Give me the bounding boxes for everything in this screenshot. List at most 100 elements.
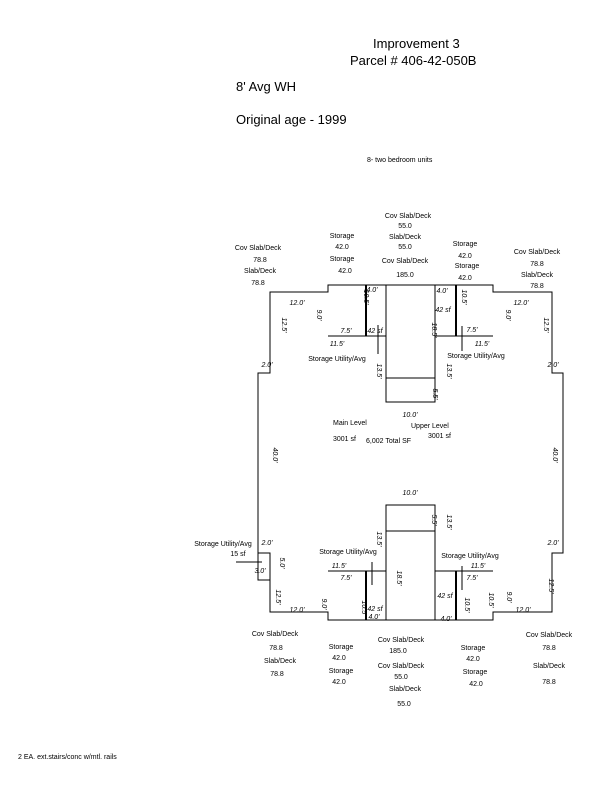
dimension-label-vertical: 10.5' [463, 598, 470, 614]
area-label: Slab/Deck [244, 268, 276, 275]
dimension-label: 3.0' [254, 568, 266, 575]
stair-core-bottom [385, 504, 436, 621]
dimension-label-vertical: 5.5' [431, 388, 438, 400]
center-summary: Main Level 3001 sf Upper Level 3001 sf 6… [333, 420, 451, 445]
dimension-label-vertical: 10.5' [460, 290, 467, 306]
area-label: Storage Utility/Avg [441, 553, 499, 560]
dimension-label: 12.0' [290, 300, 306, 307]
area-label: 42.0 [469, 681, 483, 688]
dimension-label: 11.5' [332, 563, 347, 570]
dimension-labels: 12.0'11.5'7.5'42 sf4.0'4.0'42 sf7.5'11.5… [254, 287, 559, 623]
avg-wall-height: 8' Avg WH [236, 79, 297, 94]
area-label: Storage Utility/Avg [447, 353, 505, 360]
area-label: 55.0 [398, 244, 412, 251]
dimension-label-vertical: 10.5' [362, 290, 369, 306]
area-label: 78.8 [542, 645, 556, 652]
area-label: 185.0 [389, 648, 407, 655]
area-label: 42.0 [332, 655, 346, 662]
total-sf: 6,002 Total SF [366, 438, 411, 445]
area-label: 78.8 [530, 261, 544, 268]
dimension-label-vertical: 9.0' [315, 309, 322, 321]
dimension-label-vertical: 18.5' [395, 571, 402, 587]
area-label: Storage [463, 669, 488, 676]
dimension-label: 4.0' [366, 287, 378, 294]
area-label: Storage [329, 644, 354, 651]
dimension-label: 10.0' [403, 412, 419, 419]
dimension-label: 7.5' [340, 328, 352, 335]
dimension-label: 2.0' [546, 362, 559, 369]
dimension-label: 42 sf [437, 593, 453, 600]
area-label: 42.0 [458, 253, 472, 260]
dimension-label: 10.0' [403, 490, 419, 497]
area-label: Slab/Deck [521, 272, 553, 279]
area-label: Cov Slab/Deck [378, 663, 425, 670]
dimension-label-vertical: 12.5' [547, 579, 554, 595]
dimension-label: 11.5' [471, 563, 486, 570]
dimension-label: 2.0' [260, 540, 273, 547]
dimension-label: 4.0' [440, 616, 452, 623]
dimension-label-vertical: 12.5' [542, 318, 549, 334]
dimension-label: 12.0' [290, 607, 306, 614]
dimension-label-vertical: 9.0' [505, 591, 512, 603]
area-label: 42.0 [338, 268, 352, 275]
area-label: Cov Slab/Deck [514, 249, 561, 256]
dimension-label-vertical: 12.5' [274, 590, 281, 606]
dimension-label-vertical: 5.0' [278, 557, 285, 569]
area-label: 185.0 [396, 272, 414, 279]
area-label: 55.0 [394, 674, 408, 681]
dimension-label: 42 sf [367, 606, 383, 613]
area-label: 42.0 [466, 656, 480, 663]
dimension-label-vertical: 18.5' [430, 323, 437, 339]
area-label: 78.8 [253, 257, 267, 264]
area-label: Cov Slab/Deck [378, 637, 425, 644]
dimension-label-vertical: 13.5' [375, 364, 382, 380]
original-age: Original age - 1999 [236, 112, 347, 127]
dimension-label-vertical: 12.5' [280, 318, 287, 334]
area-label: Slab/Deck [389, 686, 421, 693]
dimension-label: 7.5' [466, 327, 478, 334]
dimension-label: 2.0' [546, 540, 559, 547]
dimension-label: 4.0' [368, 614, 380, 621]
stair-core-top [385, 284, 436, 403]
area-label: Storage Utility/Avg [308, 356, 366, 363]
area-label: Slab/Deck [389, 234, 421, 241]
area-label: 78.8 [542, 679, 556, 686]
dimension-label-vertical: 40.0' [271, 448, 278, 464]
area-label: Cov Slab/Deck [235, 245, 282, 252]
area-label: 42.0 [458, 275, 472, 282]
dimension-label-vertical: 40.0' [551, 448, 558, 464]
area-label: Storage [453, 241, 478, 248]
dimension-label-vertical: 9.0' [320, 598, 327, 610]
dimension-label: 42 sf [367, 328, 383, 335]
area-label: Storage [461, 645, 486, 652]
upper-level-label: Upper Level [411, 423, 449, 430]
area-label: Storage [330, 256, 355, 263]
dimension-label: 7.5' [340, 575, 352, 582]
dimension-label: 42 sf [435, 307, 451, 314]
dimension-label-vertical: 5.5' [430, 514, 437, 526]
area-label: 78.8 [270, 671, 284, 678]
area-label: Storage [330, 233, 355, 240]
area-label: 42.0 [332, 679, 346, 686]
dimension-label: 11.5' [475, 341, 490, 348]
dimension-label-vertical: 10.5' [487, 593, 494, 609]
dimension-label-vertical: 13.5' [445, 515, 452, 531]
main-level-sf: 3001 sf [333, 436, 356, 443]
area-label: Slab/Deck [264, 658, 296, 665]
footer-note: 2 EA. ext.stairs/conc w/mtl. rails [18, 754, 117, 761]
area-label: 55.0 [398, 223, 412, 230]
building-outline [236, 284, 564, 621]
exterior-wall [257, 284, 564, 621]
area-label: Storage [329, 668, 354, 675]
dimension-label-vertical: 13.5' [445, 364, 452, 380]
area-label: Cov Slab/Deck [382, 258, 429, 265]
dimension-label: 12.0' [516, 607, 532, 614]
parcel-number: Parcel # 406-42-050B [350, 53, 477, 68]
area-label: 15 sf [230, 551, 245, 558]
units-note: 8- two bedroom units [367, 157, 433, 164]
main-level-label: Main Level [333, 420, 367, 427]
drawing-title: Improvement 3 [373, 36, 460, 51]
upper-level-sf: 3001 sf [428, 433, 451, 440]
